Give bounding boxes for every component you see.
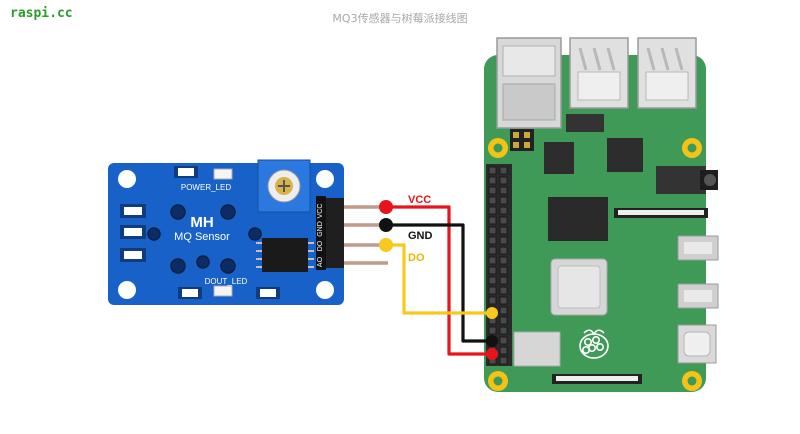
wire-connectors (379, 200, 498, 360)
pin-header-body (316, 196, 326, 270)
gpio-pin (488, 296, 497, 305)
raspberry-logo-icon (579, 329, 609, 359)
wire-gnd (386, 223, 492, 343)
header-pins (344, 205, 388, 265)
gpio-pin (499, 326, 508, 335)
gpio-pin (499, 316, 508, 325)
vcc-connector-dot (379, 200, 393, 214)
gpio-pin (499, 306, 508, 315)
gpio-pin (499, 206, 508, 215)
gpio-pin (488, 226, 497, 235)
gpio-pin (488, 266, 497, 275)
wires (386, 205, 492, 356)
gpio-pin (488, 206, 497, 215)
micro-hdmi-1 (677, 235, 719, 261)
wire-label-do: DO (408, 252, 425, 264)
gpio-pin (499, 296, 508, 305)
pin-label-gnd: GND (317, 221, 324, 237)
raspberry-pi-board (484, 37, 719, 392)
gpio-pin (488, 216, 497, 225)
dout-led-icon (213, 285, 233, 297)
gpio-pin (499, 276, 508, 285)
gpio-pin (488, 276, 497, 285)
wire-label-gnd: GND (408, 230, 433, 242)
gpio-pin (499, 286, 508, 295)
gpio-pin (499, 166, 508, 175)
gpio-pin (499, 336, 508, 345)
gpio-pin (499, 346, 508, 355)
gpio-header (486, 164, 512, 366)
gpio-pin (499, 176, 508, 185)
gpio-pin (488, 196, 497, 205)
sensor-name-label: MQ Sensor (174, 231, 230, 243)
gpio-pin (488, 256, 497, 265)
chip-b (607, 138, 643, 172)
gpio-pin (499, 196, 508, 205)
audio-jack (656, 166, 706, 194)
gpio-pin (499, 186, 508, 195)
pin-label-ao: AO (317, 256, 324, 267)
diagram-title: MQ3传感器与树莓派接线图 (332, 12, 468, 25)
gpio-pin (488, 246, 497, 255)
gpio-pin (488, 286, 497, 295)
power-led-label: POWER_LED (181, 183, 231, 192)
wifi-module (513, 331, 561, 367)
dout-led-label: DOUT_LED (205, 277, 248, 286)
do-connector-dot (379, 238, 393, 252)
wire-label-vcc: VCC (408, 194, 431, 206)
brand-label: MH (190, 214, 213, 231)
wire-vcc (386, 205, 492, 356)
power-led-icon (213, 168, 233, 180)
gpio-pin (499, 356, 508, 365)
usb-port-2 (637, 37, 697, 109)
pin-label-do: DO (317, 240, 324, 251)
gpio-pin (488, 176, 497, 185)
gpio-pin (499, 246, 508, 255)
soc-chip (548, 197, 608, 241)
pin-label-vcc: VCC (317, 204, 324, 219)
chip-small (566, 114, 604, 132)
gnd-gpio-dot (486, 335, 498, 347)
gpio-pin (488, 166, 497, 175)
chip-a (544, 142, 574, 174)
usb-port-1 (569, 37, 629, 109)
comparator-ic (256, 238, 314, 272)
smd-components (120, 166, 280, 299)
ethernet-port (496, 37, 562, 129)
sensor-pins (147, 204, 262, 274)
gpio-pin (499, 226, 508, 235)
gpio-pin (499, 266, 508, 275)
gnd-connector-dot (379, 218, 393, 232)
gpio-pin (499, 256, 508, 265)
usb-c-port (677, 324, 717, 364)
do-gpio-dot (486, 307, 498, 319)
gpio-pin (499, 236, 508, 245)
watermark: raspi.cc (10, 6, 73, 21)
gpio-pin (488, 326, 497, 335)
wire-do (386, 243, 492, 315)
gpio-pin (488, 236, 497, 245)
potentiometer-icon (257, 159, 311, 213)
sensor-mount-holes (118, 170, 334, 299)
vcc-gpio-dot (486, 348, 498, 360)
micro-hdmi-2 (677, 283, 719, 309)
gpio-pin (488, 186, 497, 195)
gpio-pin (499, 216, 508, 225)
mq-sensor-module: POWER_LED MH MQ Sensor DOUT_LED VCC GND … (108, 159, 388, 305)
